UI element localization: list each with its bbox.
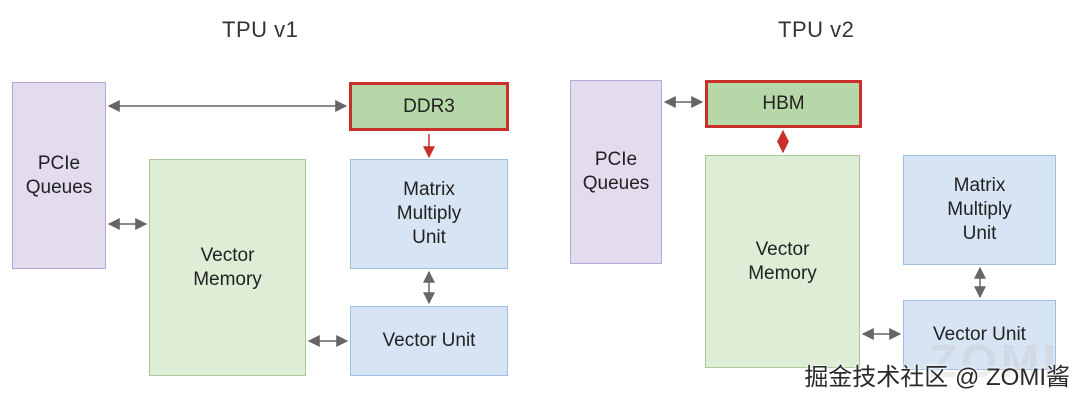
tpu-v2-mxu-label-line2: Multiply bbox=[947, 199, 1012, 220]
tpu-v1-vector-unit-label: Vector Unit bbox=[382, 330, 476, 351]
tpu-v1-ddr3: DDR3 bbox=[349, 82, 509, 131]
tpu-v1-pcie-label-line1: PCIe bbox=[37, 152, 81, 174]
tpu-v1-mxu-label-line1: Matrix bbox=[403, 179, 455, 200]
tpu-v2-mxu-label-line1: Matrix bbox=[953, 175, 1006, 196]
watermark-text: 掘金技术社区 @ ZOMI酱 bbox=[804, 364, 1070, 391]
tpu-v1-mxu-label-line3: Unit bbox=[412, 227, 446, 248]
tpu-v2-pcie-label-line1: PCIe bbox=[594, 149, 638, 170]
tpu-v1-vector-unit: Vector Unit bbox=[350, 306, 508, 376]
tpu-v1-vmem-label-line2: Memory bbox=[193, 268, 262, 290]
tpu-v2-vector-memory: Vector Memory bbox=[705, 155, 860, 368]
tpu-v1-matrix-multiply-unit: Matrix Multiply Unit bbox=[350, 159, 508, 269]
tpu-v1-pcie-label-line2: Queues bbox=[25, 176, 93, 198]
tpu-v2-title: TPU v2 bbox=[778, 17, 855, 42]
tpu-v1-mxu-label-line2: Multiply bbox=[396, 203, 462, 224]
tpu-v2-mxu-label-line3: Unit bbox=[962, 223, 997, 244]
tpu-v2-vector-unit-label: Vector Unit bbox=[933, 324, 1026, 345]
tpu-v2-pcie-queues: PCIe Queues bbox=[570, 80, 662, 264]
tpu-v2-pcie-label-line2: Queues bbox=[582, 173, 650, 194]
tpu-v2-vmem-label-line1: Vector bbox=[755, 238, 810, 260]
tpu-v2-vmem-label-line2: Memory bbox=[748, 262, 817, 284]
tpu-v1-vmem-label-line1: Vector bbox=[200, 244, 255, 266]
tpu-v1-vector-memory: Vector Memory bbox=[149, 159, 306, 376]
tpu-v2-vector-unit: Vector Unit bbox=[903, 300, 1056, 370]
watermark-logo: ZOMI bbox=[929, 335, 1060, 387]
tpu-v2-hbm: HBM bbox=[705, 80, 862, 128]
tpu-v1-title: TPU v1 bbox=[222, 17, 299, 42]
tpu-v1-pcie-queues: PCIe Queues bbox=[12, 82, 106, 269]
tpu-v2-matrix-multiply-unit: Matrix Multiply Unit bbox=[903, 155, 1056, 265]
tpu-v1-ddr3-label: DDR3 bbox=[403, 95, 455, 117]
tpu-v2-hbm-label: HBM bbox=[762, 93, 805, 114]
